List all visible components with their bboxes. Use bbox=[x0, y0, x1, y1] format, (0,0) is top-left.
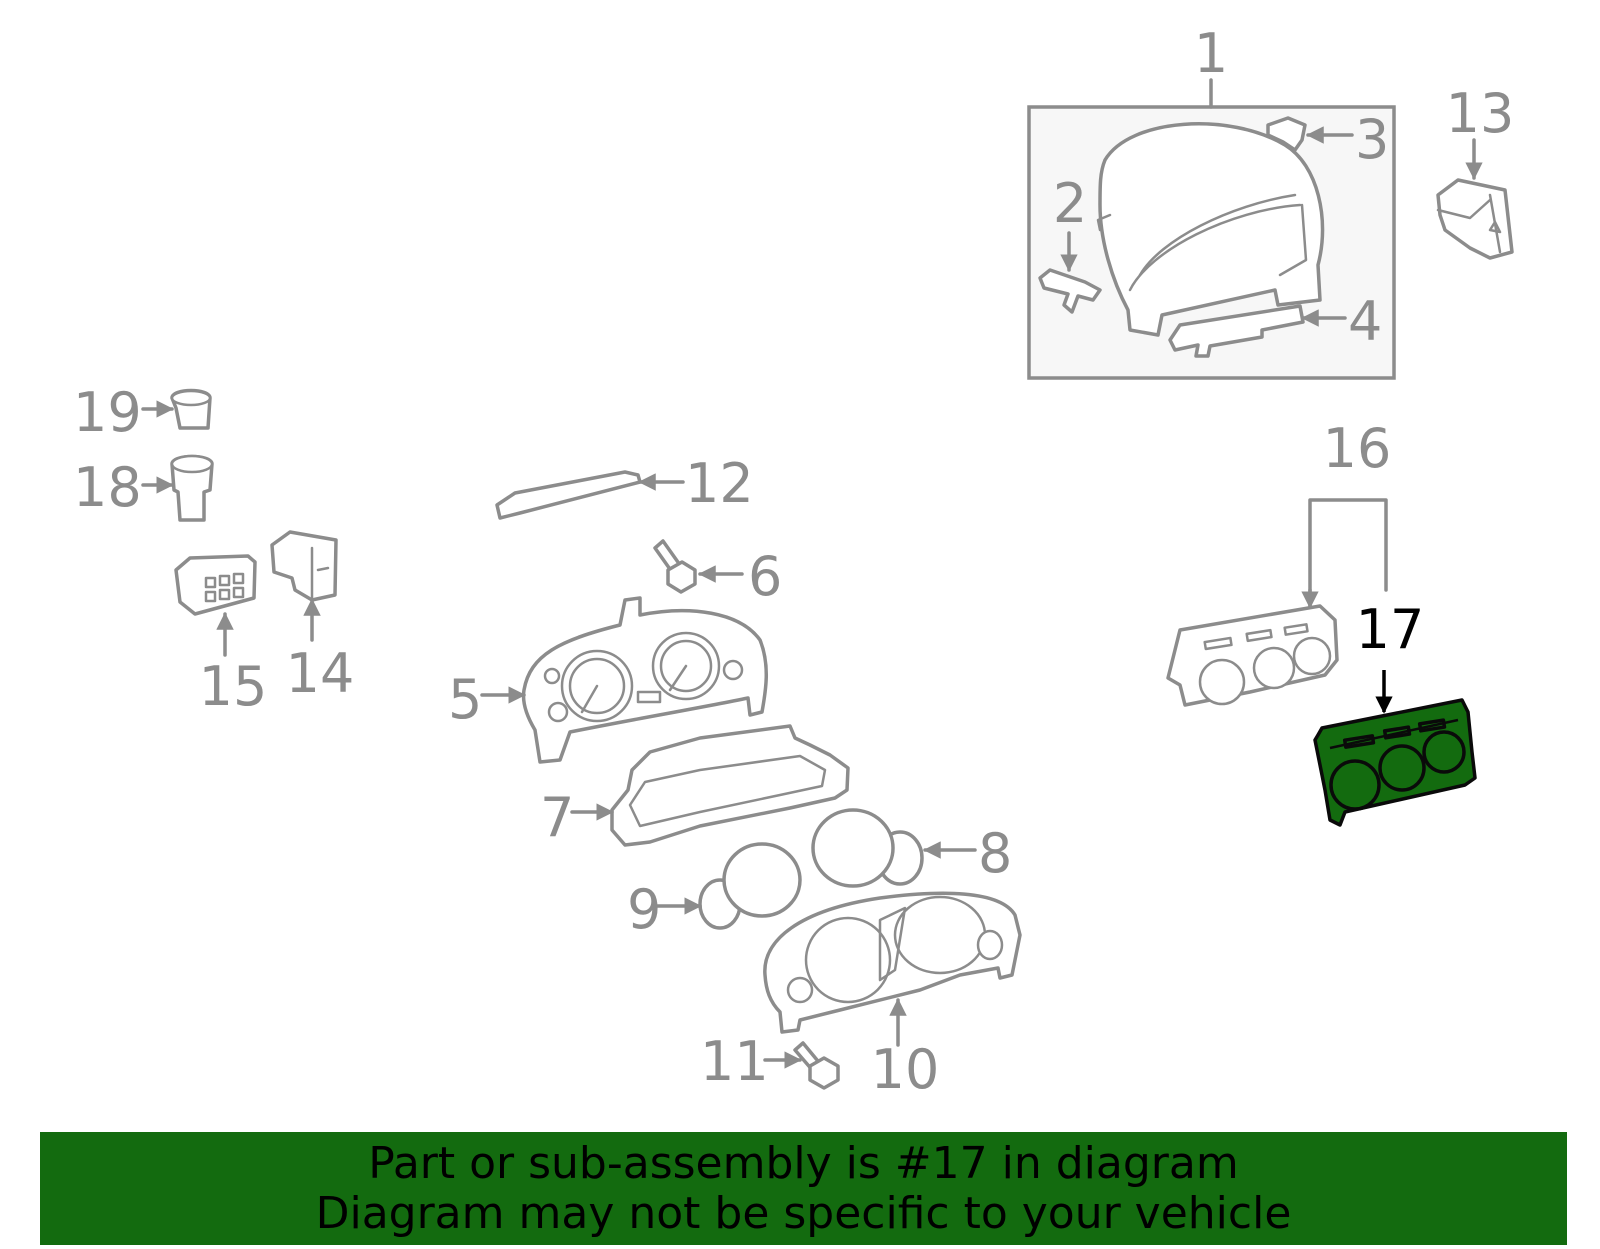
part-3-clip bbox=[1266, 116, 1307, 152]
callout-7: 7 bbox=[540, 786, 574, 849]
part-5-cluster-face bbox=[480, 596, 769, 764]
callout-12: 12 bbox=[685, 452, 754, 515]
part-1-hood bbox=[1098, 122, 1325, 337]
part-4-bracket bbox=[1168, 304, 1305, 358]
part-15-switch-block bbox=[174, 554, 257, 657]
callout-2: 2 bbox=[1053, 172, 1087, 235]
part-10-cluster-case bbox=[763, 891, 1022, 1047]
banner-line-2: Diagram may not be specific to your vehi… bbox=[315, 1187, 1292, 1239]
part-17-highlighted-climate-control bbox=[1313, 670, 1477, 827]
disclaimer-banner: Part or sub-assembly is #17 in diagram D… bbox=[40, 1132, 1567, 1245]
callout-3: 3 bbox=[1355, 108, 1389, 171]
callout-8: 8 bbox=[978, 822, 1012, 885]
part-6-screw bbox=[653, 539, 744, 594]
callout-15: 15 bbox=[199, 655, 268, 718]
part-16-climate-control bbox=[1166, 498, 1388, 707]
part-12-trim-strip bbox=[495, 470, 685, 520]
part-7-lens-frame bbox=[570, 724, 850, 847]
callout-5: 5 bbox=[448, 668, 482, 731]
callout-16: 16 bbox=[1323, 417, 1392, 480]
callout-9: 9 bbox=[627, 878, 661, 941]
callout-1: 1 bbox=[1194, 22, 1228, 85]
part-19-plug bbox=[141, 388, 212, 430]
callout-11: 11 bbox=[700, 1030, 769, 1093]
banner-line-1: Part or sub-assembly is #17 in diagram bbox=[368, 1137, 1239, 1189]
part-9-gauge-faces bbox=[651, 842, 802, 930]
callout-4: 4 bbox=[1348, 290, 1382, 353]
part-13-hazard-switch bbox=[1436, 138, 1514, 260]
part-8-gauge-faces bbox=[811, 808, 977, 888]
callout-13: 13 bbox=[1446, 82, 1515, 145]
part-14-switch bbox=[270, 530, 338, 642]
callout-17: 17 bbox=[1356, 598, 1425, 661]
callout-6: 6 bbox=[748, 545, 782, 608]
part-1-meter-hood-assembly bbox=[1027, 78, 1396, 380]
part-2-bracket bbox=[1038, 268, 1102, 314]
part-11-screw bbox=[763, 1041, 840, 1090]
callout-18: 18 bbox=[73, 456, 142, 519]
callout-10: 10 bbox=[871, 1038, 940, 1101]
callout-19: 19 bbox=[73, 381, 142, 444]
part-18-plug bbox=[141, 454, 214, 522]
callout-14: 14 bbox=[286, 642, 355, 705]
